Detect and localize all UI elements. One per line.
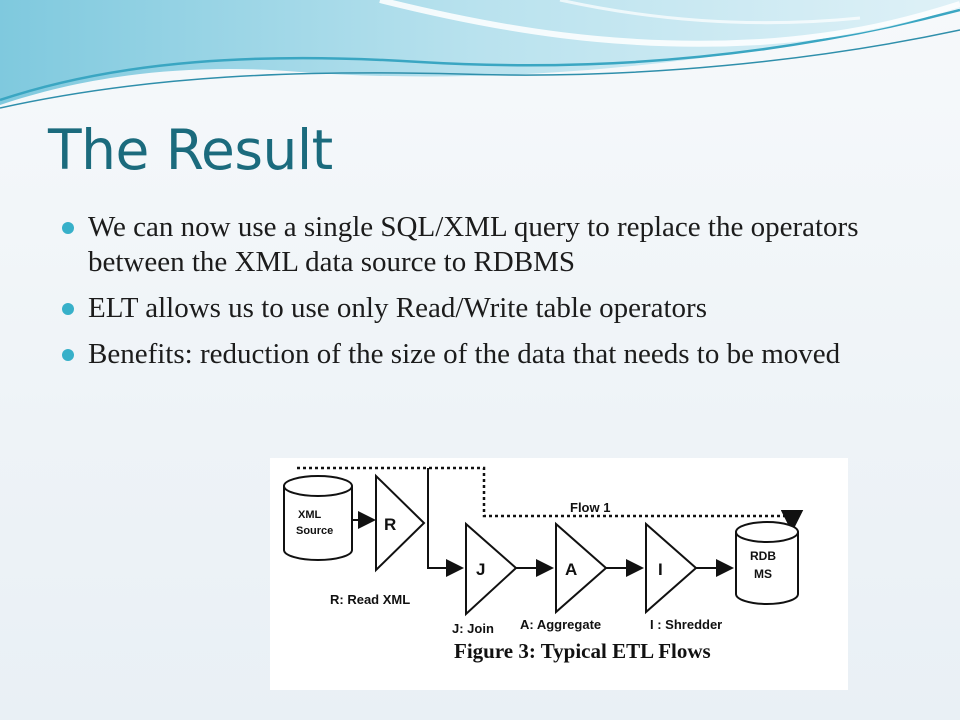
flow-label: Flow 1 (570, 500, 610, 515)
xml-source-label-line2: Source (296, 525, 333, 537)
bullet-item: Benefits: reduction of the size of the d… (60, 337, 920, 372)
bullet-item: We can now use a single SQL/XML query to… (60, 210, 920, 280)
join-operator-letter: J (476, 560, 485, 579)
xml-source-label-line1: XML (298, 509, 322, 521)
shredder-operator-triangle (645, 521, 698, 615)
read-operator-letter: R (384, 515, 396, 534)
rdbms-cylinder (735, 521, 799, 605)
read-operator-legend: R: Read XML (330, 592, 410, 607)
bullet-dot-icon (62, 303, 74, 315)
xml-source-cylinder (283, 475, 353, 561)
aggregate-operator-triangle (555, 521, 608, 615)
bullet-list: We can now use a single SQL/XML query to… (60, 210, 920, 383)
rdbms-label-line2: MS (754, 567, 772, 581)
flow-dotted-path (297, 466, 804, 533)
bullet-text: Benefits: reduction of the size of the d… (88, 338, 841, 370)
bullet-text: ELT allows us to use only Read/Write tab… (88, 292, 707, 324)
read-operator-triangle (375, 473, 426, 573)
slide-title: The Result (48, 118, 333, 182)
aggregate-operator-letter: A (565, 560, 577, 579)
rdbms-label-line1: RDB (750, 549, 776, 563)
etl-flow-figure: Flow 1 XML Source R J A I (270, 458, 848, 690)
join-operator-legend: J: Join (452, 621, 494, 636)
etl-flow-diagram: Flow 1 XML Source R J A I (283, 466, 804, 663)
wave-header-decoration (0, 0, 960, 109)
bullet-text: We can now use a single SQL/XML query to… (88, 211, 859, 278)
shredder-operator-legend: I : Shredder (650, 617, 722, 632)
bullet-item: ELT allows us to use only Read/Write tab… (60, 291, 920, 326)
join-operator-triangle (465, 521, 518, 617)
figure-caption: Figure 3: Typical ETL Flows (454, 639, 711, 663)
shredder-operator-letter: I (658, 560, 663, 579)
arrow-read-to-join (427, 468, 464, 577)
bullet-dot-icon (62, 222, 74, 234)
bullet-dot-icon (62, 349, 74, 361)
aggregate-operator-legend: A: Aggregate (520, 617, 601, 632)
